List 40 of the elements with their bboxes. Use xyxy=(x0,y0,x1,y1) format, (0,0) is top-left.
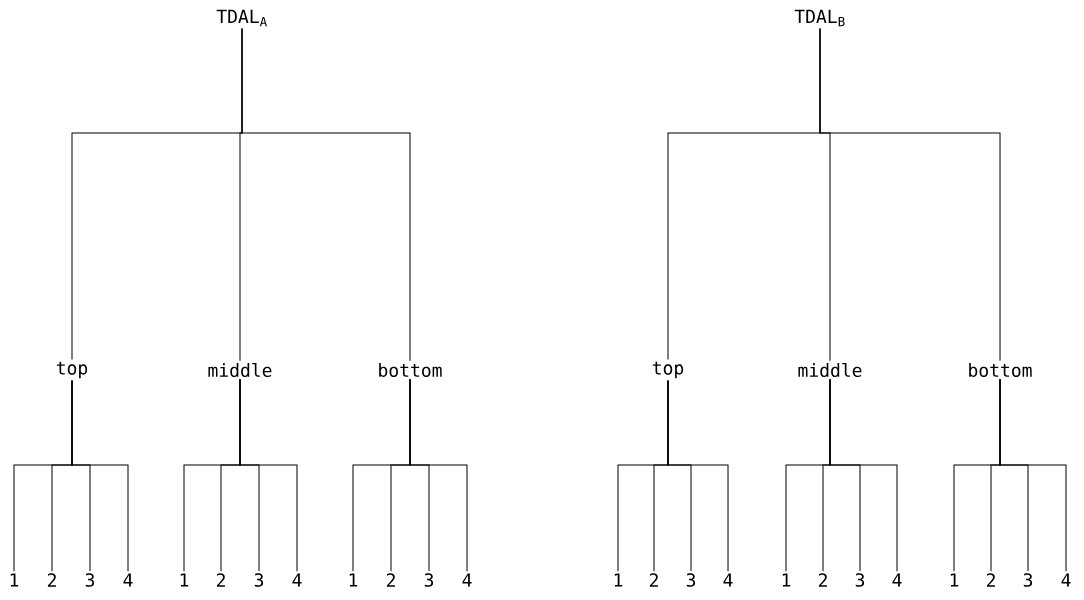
tree-connector xyxy=(667,379,729,572)
leaf-number: 4 xyxy=(1061,573,1071,587)
branch-label: bottom xyxy=(379,363,442,377)
leaf-number: 1 xyxy=(782,573,791,587)
leaf-number: 3 xyxy=(85,573,95,587)
leaf-number: 1 xyxy=(614,573,623,587)
leaf-number: 2 xyxy=(47,573,56,587)
leaf-number: 3 xyxy=(855,573,865,587)
tree-root-label: TDAL$_{A}$ xyxy=(216,9,267,27)
tree-connector xyxy=(241,27,411,362)
tree-connector xyxy=(819,27,1001,362)
leaf-number: 3 xyxy=(254,573,264,587)
branch-label: middle xyxy=(208,363,272,377)
leaf-number: 4 xyxy=(292,573,302,587)
leaf-number: 3 xyxy=(686,573,696,587)
leaf-number: 3 xyxy=(1023,573,1033,587)
leaf-number: 1 xyxy=(180,573,189,587)
tree-connector xyxy=(999,378,1067,572)
leaf-number: 4 xyxy=(892,573,902,587)
leaf-number: 2 xyxy=(386,573,395,587)
leaf-number: 4 xyxy=(723,573,733,587)
leaf-number: 1 xyxy=(950,573,959,587)
leaf-number: 2 xyxy=(986,573,995,587)
leaf-number: 1 xyxy=(349,573,358,587)
tree-connector xyxy=(71,379,129,572)
branch-label: bottom xyxy=(969,363,1032,377)
tree-connector xyxy=(239,378,298,572)
tree-root-label: TDAL$_{B}$ xyxy=(794,9,845,27)
tree-connector xyxy=(829,378,898,572)
leaf-number: 2 xyxy=(818,573,827,587)
leaf-number: 2 xyxy=(216,573,225,587)
leaf-number: 2 xyxy=(649,573,658,587)
branch-label: top xyxy=(56,361,88,379)
leaf-number: 4 xyxy=(462,573,472,587)
leaf-number: 3 xyxy=(424,573,434,587)
branch-label: middle xyxy=(798,363,862,377)
tree-connector xyxy=(409,378,468,572)
branch-label: top xyxy=(652,361,684,379)
leaf-number: 4 xyxy=(123,573,133,587)
leaf-number: 1 xyxy=(10,573,19,587)
